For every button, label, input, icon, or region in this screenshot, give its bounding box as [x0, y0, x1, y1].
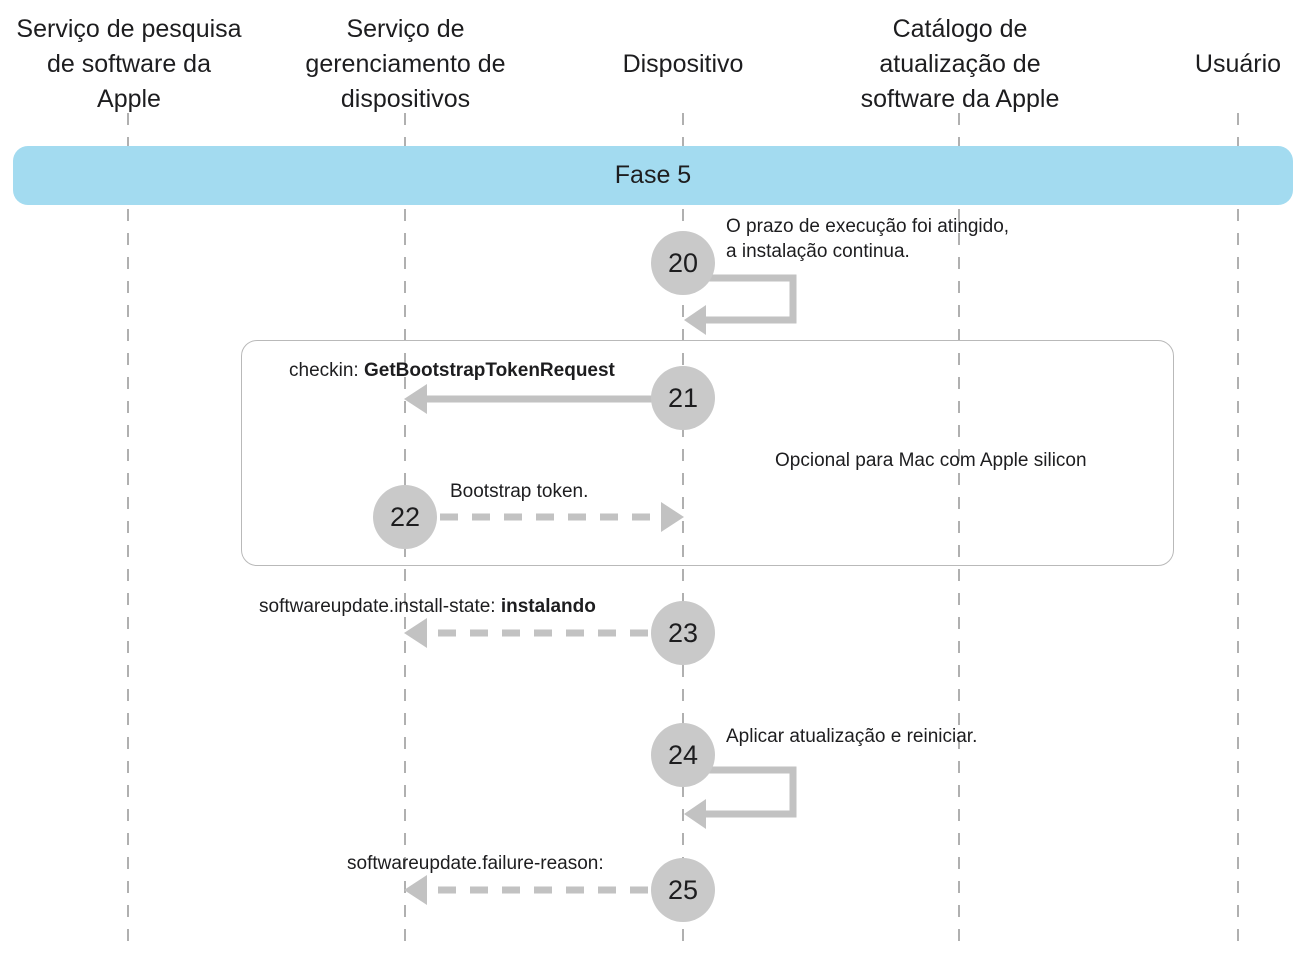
- arrow-step-25: [404, 875, 680, 905]
- message-label-20-line2: a instalação continua.: [726, 241, 910, 262]
- message-label-21-prefix: checkin:: [289, 360, 364, 381]
- message-label-20-line1: O prazo de execução foi atingido,: [726, 216, 1010, 237]
- phase-banner-title: Fase 5: [614, 161, 692, 189]
- column-header-mdm: Serviço de gerenciamento de dispositivos: [305, 15, 506, 113]
- step-badge-23[interactable]: 23: [651, 601, 715, 665]
- message-label-22: Bootstrap token.: [450, 479, 588, 504]
- message-label-23: softwareupdate.install-state: instalando: [259, 594, 596, 619]
- message-label-25-prefix: softwareupdate.failure-reason:: [347, 853, 604, 874]
- lifeline-apple-lookup: [127, 113, 129, 953]
- arrow-step-23: [404, 618, 680, 648]
- message-label-24: Aplicar atualização e reiniciar.: [726, 724, 977, 749]
- message-label-25: softwareupdate.failure-reason:: [347, 851, 604, 876]
- message-label-22-prefix: Bootstrap token.: [450, 481, 589, 502]
- step-badge-22[interactable]: 22: [373, 485, 437, 549]
- message-label-24-text: Aplicar atualização e reiniciar.: [726, 726, 978, 747]
- message-label-21: checkin: GetBootstrapTokenRequest: [289, 358, 615, 383]
- column-header-apple-lookup: Serviço de pesquisa de software da Apple: [16, 15, 242, 113]
- step-badge-24[interactable]: 24: [651, 723, 715, 787]
- step-badge-21[interactable]: 21: [651, 366, 715, 430]
- column-header-device: Dispositivo: [622, 50, 744, 78]
- column-header-catalog: Catálogo de atualização de software da A…: [860, 15, 1060, 113]
- optional-group-box: [241, 340, 1174, 566]
- step-badge-25[interactable]: 25: [651, 858, 715, 922]
- lifeline-catalog: [958, 113, 960, 953]
- column-header-user: Usuário: [1194, 50, 1282, 78]
- step-badge-20[interactable]: 20: [651, 231, 715, 295]
- lifeline-device: [682, 113, 684, 953]
- optional-group-note: Opcional para Mac com Apple silicon: [775, 450, 1087, 471]
- message-label-23-prefix: softwareupdate.install-state:: [259, 596, 501, 617]
- message-label-20: O prazo de execução foi atingido, a inst…: [726, 214, 1009, 264]
- message-label-23-value: instalando: [500, 596, 596, 617]
- lifeline-user: [1237, 113, 1239, 953]
- phase-banner: Fase 5: [13, 146, 1293, 205]
- message-label-21-value: GetBootstrapTokenRequest: [363, 360, 615, 381]
